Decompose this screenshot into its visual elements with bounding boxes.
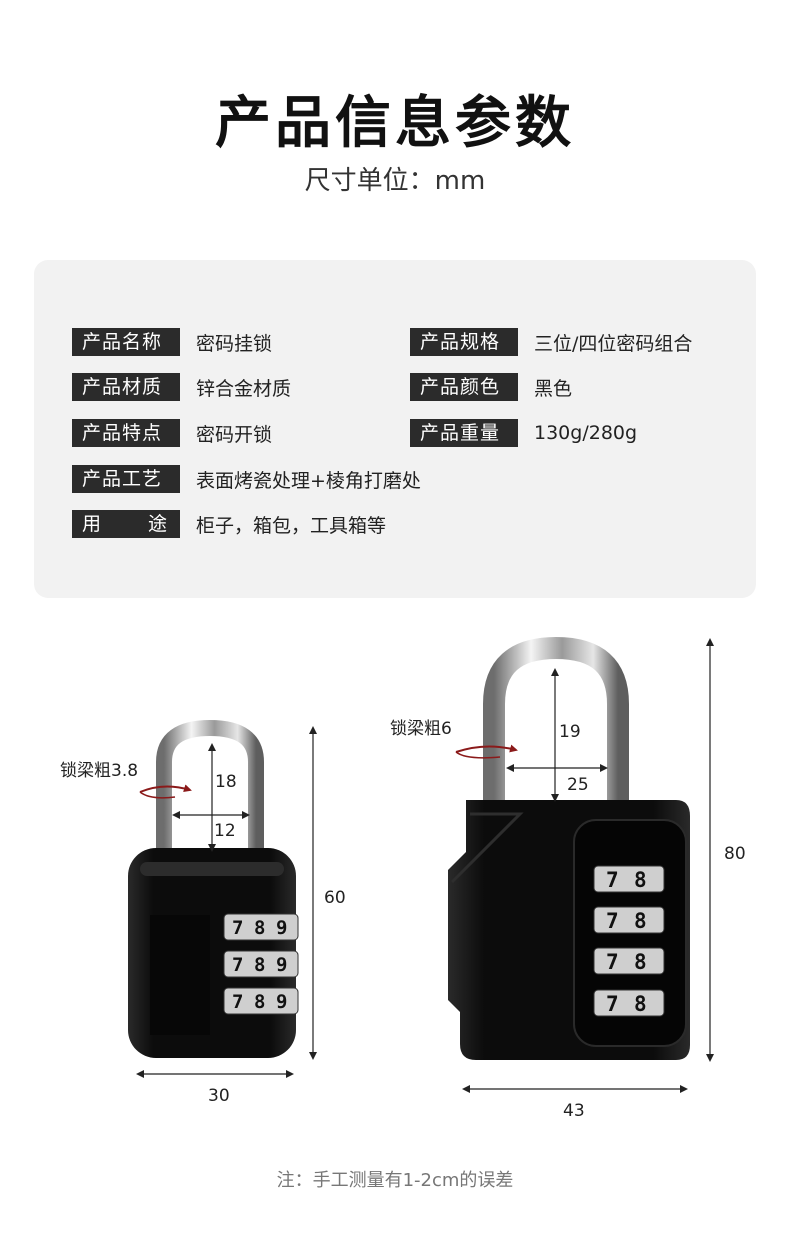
large-dial-1-a: 7 — [606, 868, 619, 892]
small-dial-2-b: 8 — [254, 954, 265, 976]
spec-label-spec: 产品规格 — [410, 328, 518, 356]
spec-label-feature: 产品特点 — [72, 419, 180, 447]
small-body-width-label: 30 — [208, 1086, 230, 1106]
spec-value-use: 柜子，箱包，工具箱等 — [196, 514, 387, 537]
unit-subtitle: 尺寸单位：mm — [304, 166, 486, 196]
small-dial-3-c: 9 — [276, 991, 287, 1013]
large-lock-shackle — [483, 636, 629, 812]
spec-label-use-b: 途 — [147, 513, 168, 535]
spec-value-weight: 130g/280g — [534, 422, 638, 444]
large-dial-1-b: 8 — [634, 868, 647, 892]
small-shackle-width-label: 12 — [214, 821, 236, 841]
spec-label-material: 产品材质 — [72, 373, 180, 401]
spec-row-material: 产品材质 锌合金材质 — [72, 373, 291, 401]
spec-value-name: 密码挂锁 — [196, 332, 273, 355]
small-lock-shackle — [156, 719, 264, 850]
large-body-height-label: 80 — [724, 844, 746, 864]
page-title: 产品信息参数 — [215, 91, 575, 156]
spec-label-color: 产品颜色 — [410, 373, 518, 401]
spec-value-feature: 密码开锁 — [196, 423, 273, 446]
large-lock-dials: 7 8 7 8 7 8 7 8 — [593, 865, 665, 1017]
large-shackle-thickness-label: 锁梁粗6 — [390, 719, 452, 739]
spec-value-color: 黑色 — [534, 377, 573, 400]
spec-card: 产品名称 密码挂锁 产品规格 三位/四位密码组合 产品材质 锌合金材质 产品颜色… — [34, 260, 756, 598]
spec-row-use: 用 途 柜子，箱包，工具箱等 — [72, 510, 386, 538]
measurement-note: 注：手工测量有1-2cm的误差 — [276, 1170, 514, 1191]
small-dial-3-b: 8 — [254, 991, 265, 1013]
spec-row-weight: 产品重量 130g/280g — [410, 419, 637, 447]
small-dial-2-c: 9 — [276, 954, 287, 976]
large-shackle-height-label: 19 — [559, 722, 581, 742]
spec-value-spec: 三位/四位密码组合 — [534, 332, 693, 355]
spec-row-spec: 产品规格 三位/四位密码组合 — [410, 328, 692, 356]
spec-row-color: 产品颜色 黑色 — [410, 373, 572, 401]
large-dial-2-b: 8 — [634, 909, 647, 933]
small-dial-1-b: 8 — [254, 917, 265, 939]
large-dial-3-a: 7 — [606, 950, 619, 974]
large-lock: 7 8 7 8 7 8 7 8 19 25 锁梁粗6 80 43 — [390, 636, 746, 1121]
spec-label-use-a: 用 — [82, 513, 103, 535]
small-thickness-arrow — [139, 784, 192, 793]
spec-label-weight: 产品重量 — [410, 419, 518, 447]
small-dial-3-a: 7 — [232, 991, 243, 1013]
large-dial-4-a: 7 — [606, 992, 619, 1016]
small-body-height-label: 60 — [324, 888, 346, 908]
small-lock: 7 8 9 7 8 9 7 8 9 18 12 锁梁粗3.8 60 30 — [60, 719, 346, 1106]
spec-label-use: 用 途 — [72, 510, 180, 538]
large-dial-4-b: 8 — [634, 992, 647, 1016]
small-shackle-height-label: 18 — [215, 772, 237, 792]
spec-value-material: 锌合金材质 — [196, 377, 292, 400]
large-dial-3-b: 8 — [634, 950, 647, 974]
spec-value-craft: 表面烤瓷处理+棱角打磨处 — [196, 469, 421, 492]
large-dial-2-a: 7 — [606, 909, 619, 933]
small-lock-dials: 7 8 9 7 8 9 7 8 9 — [223, 913, 299, 1015]
spec-label-craft: 产品工艺 — [72, 465, 180, 493]
large-body-width-label: 43 — [563, 1101, 585, 1121]
small-dial-2-a: 7 — [232, 954, 243, 976]
large-thickness-arrow — [455, 744, 518, 753]
large-shackle-width-label: 25 — [567, 775, 589, 795]
small-dial-1-a: 7 — [232, 917, 243, 939]
small-dial-1-c: 9 — [276, 917, 287, 939]
small-shackle-thickness-label: 锁梁粗3.8 — [60, 761, 138, 781]
spec-label-name: 产品名称 — [72, 328, 180, 356]
spec-row-name: 产品名称 密码挂锁 — [72, 328, 272, 356]
spec-row-feature: 产品特点 密码开锁 — [72, 419, 272, 447]
spec-row-craft: 产品工艺 表面烤瓷处理+棱角打磨处 — [72, 465, 421, 493]
